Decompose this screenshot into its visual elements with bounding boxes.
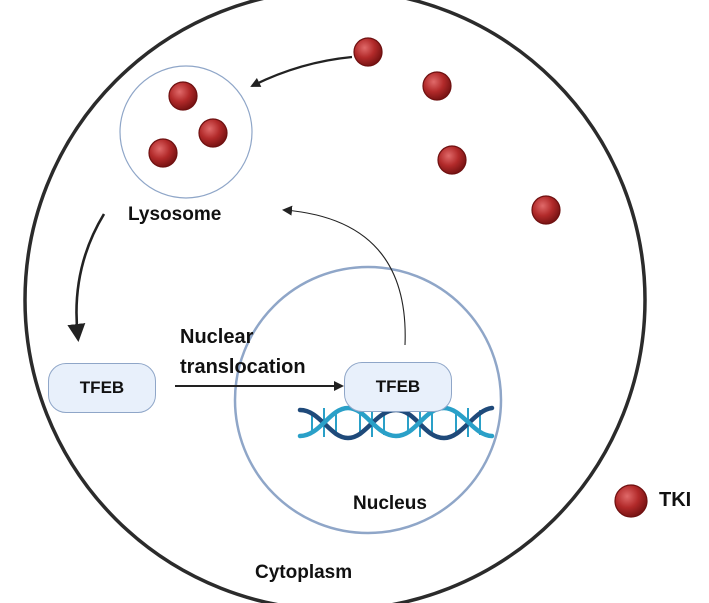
dna-helix-icon [297, 405, 495, 441]
tki-molecule-icon [353, 37, 383, 67]
nucleus-label: Nucleus [353, 493, 427, 514]
cytoplasm-label: Cytoplasm [255, 562, 353, 583]
lysosome-to-tfeb-arrow [67, 213, 106, 342]
nucleus-to-lysosome-arrow [282, 205, 406, 346]
tfeb-nucleus-pill: TFEB [344, 362, 452, 412]
tki-molecule-icon [437, 145, 467, 175]
translocation-label-line2: translocation [180, 356, 306, 378]
tki-molecule-icon [148, 138, 178, 168]
tfeb-cytoplasm-label: TFEB [79, 378, 125, 397]
tki-molecule-icon [168, 81, 198, 111]
legend-tki-label: TKI [659, 489, 692, 511]
lysosome-membrane [119, 65, 253, 199]
tfeb-cytoplasm-pill: TFEB [48, 363, 156, 413]
cell-membrane [23, 0, 647, 603]
tki-molecule-icon [198, 118, 228, 148]
tki-molecules [148, 37, 561, 225]
tki-molecule-icon [422, 71, 452, 101]
legend-tki-molecule-icon [614, 484, 648, 518]
nucleus-membrane [233, 265, 503, 535]
translocation-label-line1: Nuclear [180, 326, 254, 348]
lysosome-label: Lysosome [128, 204, 222, 225]
tki-molecule-icon [531, 195, 561, 225]
tki-uptake-arrow [250, 55, 353, 87]
tfeb-nucleus-label: TFEB [375, 377, 421, 396]
